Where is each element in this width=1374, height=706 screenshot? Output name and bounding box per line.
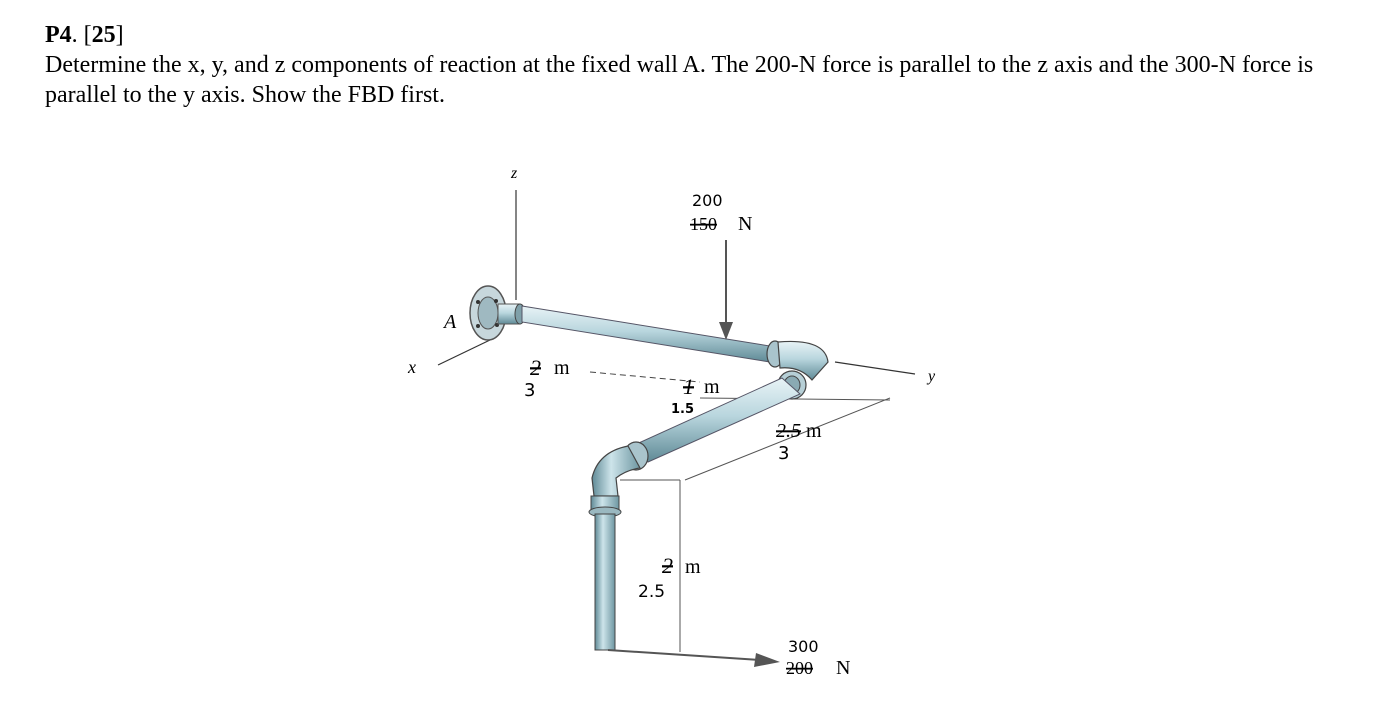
problem-points: 25 [91, 22, 116, 48]
x-axis-label: x [407, 357, 416, 377]
force-arrow-top [719, 240, 733, 340]
problem-number: P4 [45, 22, 72, 48]
dim-cd-new: 3 [778, 443, 789, 464]
pipe-segment-ab [521, 305, 771, 363]
dim-vertical-unit: m [685, 556, 701, 578]
dim-vertical-new: 2.5 [638, 582, 665, 602]
support-label-a: A [442, 311, 457, 333]
dim-bc-unit: m [704, 376, 720, 398]
dim-cd-unit: m [806, 420, 822, 442]
force-bottom-old: 200 [786, 658, 813, 678]
dim-ab-old: 2 [530, 355, 541, 380]
problem-statement: Determine the x, y, and z components of … [45, 52, 1314, 108]
force-top-unit: N [738, 213, 752, 235]
elbow-c [591, 441, 649, 497]
force-top-new: 200 [692, 191, 723, 210]
pipe-segment-cd [588, 495, 622, 651]
pipe-segment-bc [631, 377, 801, 463]
force-arrow-bottom [607, 649, 780, 667]
dim-bc-old: 1 [683, 374, 694, 399]
dim-ab-new: 3 [524, 380, 535, 401]
elbow-b [766, 340, 829, 400]
force-top-old: 150 [690, 214, 717, 234]
force-bottom-new: 300 [788, 637, 819, 656]
force-bottom-unit: N [836, 657, 850, 679]
y-axis-line-right [834, 361, 916, 375]
x-axis-line [437, 339, 491, 366]
y-axis-label: y [926, 368, 936, 385]
wall-flange-a [469, 285, 526, 341]
dim-bc-new: 1.5 [671, 402, 694, 417]
dim-cd-old: 2.5 [776, 420, 801, 442]
dim-ab-unit: m [554, 357, 570, 379]
z-axis-label: z [510, 165, 518, 182]
y-axis-line [589, 371, 701, 383]
dim-vertical-old: 2 [662, 553, 673, 578]
dim-line-right [684, 397, 891, 481]
problem-block: P4. [25] Determine the x, y, and z compo… [45, 20, 1345, 110]
problem-heading: P4. [25] [45, 22, 124, 48]
